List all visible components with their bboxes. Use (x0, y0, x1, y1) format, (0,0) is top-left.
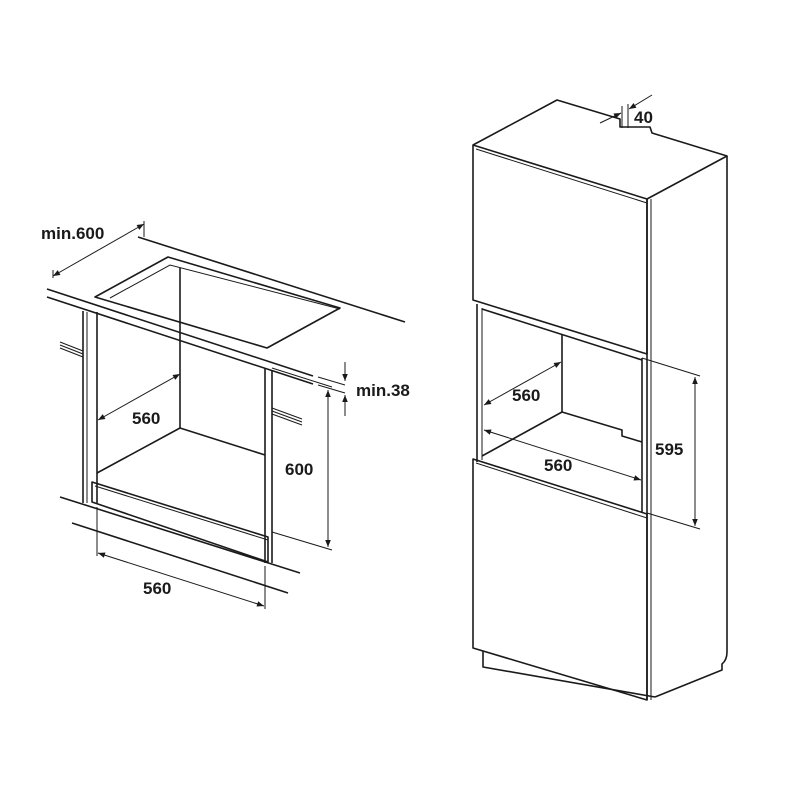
dimension-40: 40 (599, 94, 653, 128)
bottom-cabinet (472, 458, 656, 701)
dimension-width-560: 560 (96, 507, 266, 609)
label-width-560: 560 (143, 579, 171, 598)
dimension-height-595: 595 (641, 357, 701, 530)
dimension-depth-560: 560 (97, 373, 181, 428)
floor-lines (59, 496, 301, 594)
dimension-min38: min.38 (342, 362, 410, 416)
dimension-width-560-right: 560 (483, 429, 642, 481)
label-depth-560: 560 (132, 409, 160, 428)
tall-unit-drawing: 40 560 560 595 (472, 94, 728, 701)
label-min600: min.600 (41, 224, 104, 243)
label-40: 40 (634, 108, 653, 127)
dimension-height-600: 600 (271, 367, 333, 551)
cabinet-cavity (59, 268, 303, 563)
under-counter-drawing: min.600 min.38 560 600 560 (41, 221, 410, 609)
side-panel (646, 156, 728, 700)
label-min38: min.38 (356, 381, 410, 400)
plinth-panel (91, 481, 269, 563)
dimension-min600: min.600 (41, 221, 145, 278)
oven-opening (476, 304, 643, 512)
countertop (46, 236, 406, 394)
label-width-560-right: 560 (544, 456, 572, 475)
top-cabinet (472, 99, 728, 355)
label-depth-560-right: 560 (512, 386, 540, 405)
label-height-600: 600 (285, 460, 313, 479)
label-height-595: 595 (655, 440, 683, 459)
dimension-depth-560-right: 560 (483, 361, 562, 406)
